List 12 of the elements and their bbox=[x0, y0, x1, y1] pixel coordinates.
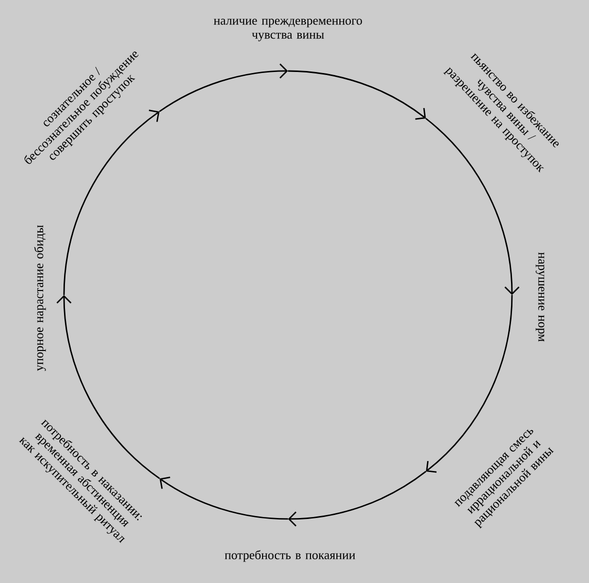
arrow bbox=[159, 63, 288, 112]
stage-label: упорное нарастание обиды bbox=[34, 225, 46, 371]
stage-label: нарушение норм bbox=[536, 252, 544, 342]
arrow bbox=[288, 70, 426, 120]
arrow bbox=[56, 295, 160, 480]
arrow bbox=[426, 294, 513, 473]
arrow bbox=[160, 476, 288, 520]
arrow bbox=[63, 110, 160, 296]
arrow bbox=[288, 470, 426, 526]
arrow bbox=[425, 118, 520, 295]
stage-label: наличие преждевременного чувства вины bbox=[214, 18, 362, 42]
stage-label: потребность в покаянии bbox=[224, 550, 356, 562]
